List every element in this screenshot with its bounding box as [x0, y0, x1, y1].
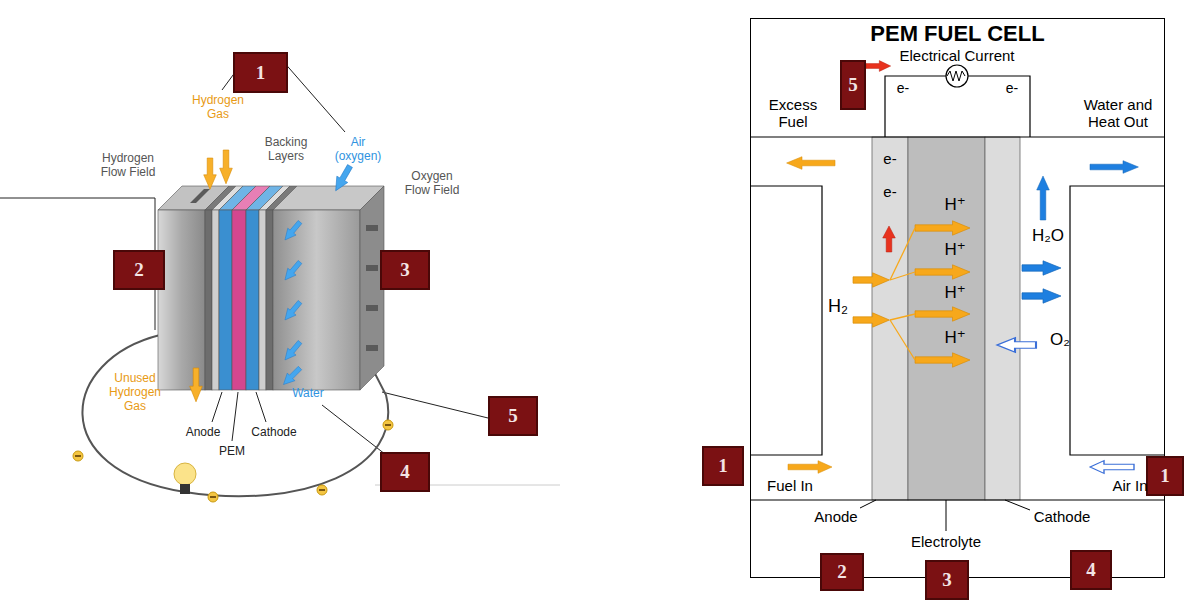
air-arrows [997, 338, 1134, 474]
part-label: Anode [186, 426, 221, 440]
leader-line [232, 392, 238, 441]
pem-cell-schematic [750, 61, 1165, 531]
callout-box: 4 [1070, 550, 1112, 590]
electron-dot [317, 485, 327, 495]
leader-line [322, 405, 390, 458]
electron-dot [208, 492, 218, 502]
load-symbol [946, 65, 968, 87]
flow-channels [190, 186, 378, 351]
part-label: Excess Fuel [761, 96, 825, 131]
hydrogen-flow-field [158, 210, 205, 390]
part-label: Hydrogen Flow Field [92, 152, 164, 180]
air-water-arrows [280, 163, 356, 389]
callout-number: 3 [942, 569, 952, 591]
callout-box: 2 [113, 250, 165, 290]
callout-box: 4 [380, 452, 430, 492]
water-arrows [1022, 161, 1138, 304]
part-label: Fuel In [767, 477, 813, 494]
part-label: H₂ [828, 296, 848, 317]
callout-number: 1 [718, 455, 728, 477]
callout-number: 4 [400, 461, 410, 483]
bulb-base [180, 484, 190, 494]
part-label: PEM [219, 445, 245, 459]
cell-block [158, 186, 384, 390]
part-label: H⁺ [944, 195, 965, 215]
part-label: e- [1006, 80, 1018, 96]
part-label: Backing Layers [259, 136, 314, 164]
part-label: O₂ [1050, 330, 1070, 350]
callout-number: 5 [508, 405, 518, 427]
part-label: Cathode [251, 426, 296, 440]
part-label: Air In [1112, 477, 1147, 494]
callout-box: 3 [925, 560, 969, 600]
callout-number: 5 [848, 74, 858, 96]
cathode-slab [985, 137, 1020, 500]
backing-layer [212, 210, 219, 390]
part-label: H⁺ [944, 240, 965, 260]
anode-layer [219, 210, 232, 390]
part-label: Air (oxygen) [328, 136, 388, 164]
callout-box: 2 [820, 553, 864, 591]
part-label: Oxygen Flow Field [397, 170, 467, 198]
pem-layer [232, 210, 246, 390]
hydrogen-arrows [190, 150, 233, 402]
leader-lines [860, 500, 1030, 531]
callout-box: 5 [488, 396, 538, 436]
callout-box: 3 [380, 250, 430, 290]
callout-box: 1 [702, 446, 744, 486]
electron-dot [73, 451, 83, 461]
oxygen-flow-field [273, 210, 360, 390]
part-label: Water and Heat Out [1078, 96, 1158, 131]
part-label: Anode [814, 508, 857, 525]
part-label: H₂O [1032, 226, 1064, 246]
part-label: Water [292, 387, 324, 401]
callout-box: 1 [233, 52, 288, 93]
bulb-glass [174, 463, 196, 485]
part-label: Hydrogen Gas [188, 94, 248, 122]
electron-dot [383, 420, 393, 430]
leader-line [212, 392, 222, 422]
part-label: Cathode [1034, 508, 1091, 525]
leader-line [382, 392, 488, 418]
callout-number: 2 [837, 561, 847, 583]
callout-number: 2 [134, 259, 144, 281]
panel-title: PEM FUEL CELL [751, 21, 1164, 47]
leader-line [0, 198, 155, 199]
part-label: e- [883, 150, 896, 167]
proton-split-lines [890, 228, 915, 360]
callout-number: 4 [1086, 559, 1096, 581]
part-label: e- [883, 183, 896, 200]
electrolyte-slab [908, 137, 985, 500]
cathode-layer [246, 210, 259, 390]
callout-box: 5 [840, 60, 866, 110]
callout-number: 1 [1160, 465, 1170, 487]
leader-line [256, 392, 266, 422]
fuel-arrows [787, 157, 970, 474]
callout-number: 3 [400, 259, 410, 281]
part-label: e- [897, 80, 909, 96]
leader-lines [0, 52, 560, 485]
light-bulb [174, 463, 196, 494]
part-label: H⁺ [944, 328, 965, 348]
backing-layer [259, 210, 266, 390]
callout-box: 1 [1146, 456, 1184, 496]
callout-number: 1 [256, 62, 266, 84]
part-label: Unused Hydrogen Gas [105, 372, 165, 413]
cell-walls [750, 137, 1165, 500]
part-label: Electrolyte [911, 533, 981, 550]
part-label: Electrical Current [899, 47, 1014, 64]
part-label: H⁺ [944, 283, 965, 303]
